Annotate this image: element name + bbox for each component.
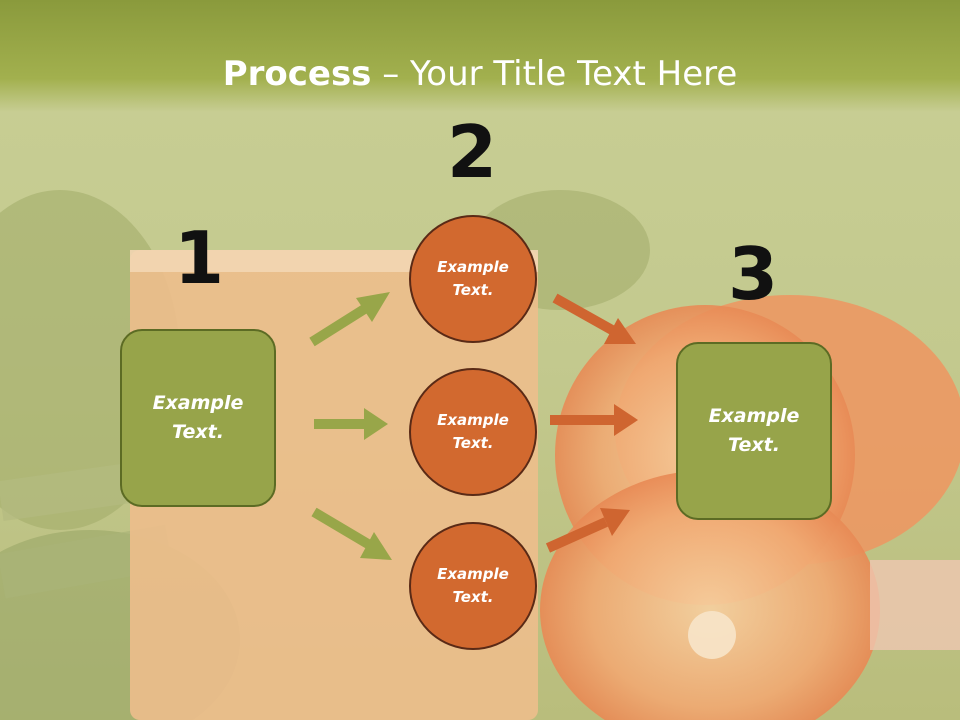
circle-top: Example Text. <box>409 215 537 343</box>
arrow-to-bottom-circle <box>311 507 392 560</box>
circle-bottom-label: Example Text. <box>437 565 509 606</box>
circle-bottom: Example Text. <box>409 522 537 650</box>
right-box-label: Example Text. <box>708 405 800 456</box>
step-number-2: 2 <box>446 110 498 194</box>
right-box: Example Text. <box>676 342 832 520</box>
arrow-to-top-circle <box>309 292 390 347</box>
step-number-3: 3 <box>727 232 779 316</box>
circle-middle: Example Text. <box>409 368 537 496</box>
arrow-from-bottom-circle <box>545 508 630 553</box>
title-band <box>0 0 960 112</box>
title-rest: – Your Title Text Here <box>371 54 738 94</box>
circle-top-label: Example Text. <box>437 258 509 299</box>
left-box: Example Text. <box>120 329 276 507</box>
circle-middle-label: Example Text. <box>437 411 509 452</box>
arrow-from-middle-circle <box>550 404 638 436</box>
arrow-from-top-circle <box>552 293 636 344</box>
step-number-1: 1 <box>173 216 225 300</box>
left-box-label: Example Text. <box>152 392 244 443</box>
arrow-to-middle-circle <box>314 408 388 440</box>
slide-title: Process – Your Title Text Here <box>0 50 960 98</box>
title-bold: Process <box>222 54 372 94</box>
